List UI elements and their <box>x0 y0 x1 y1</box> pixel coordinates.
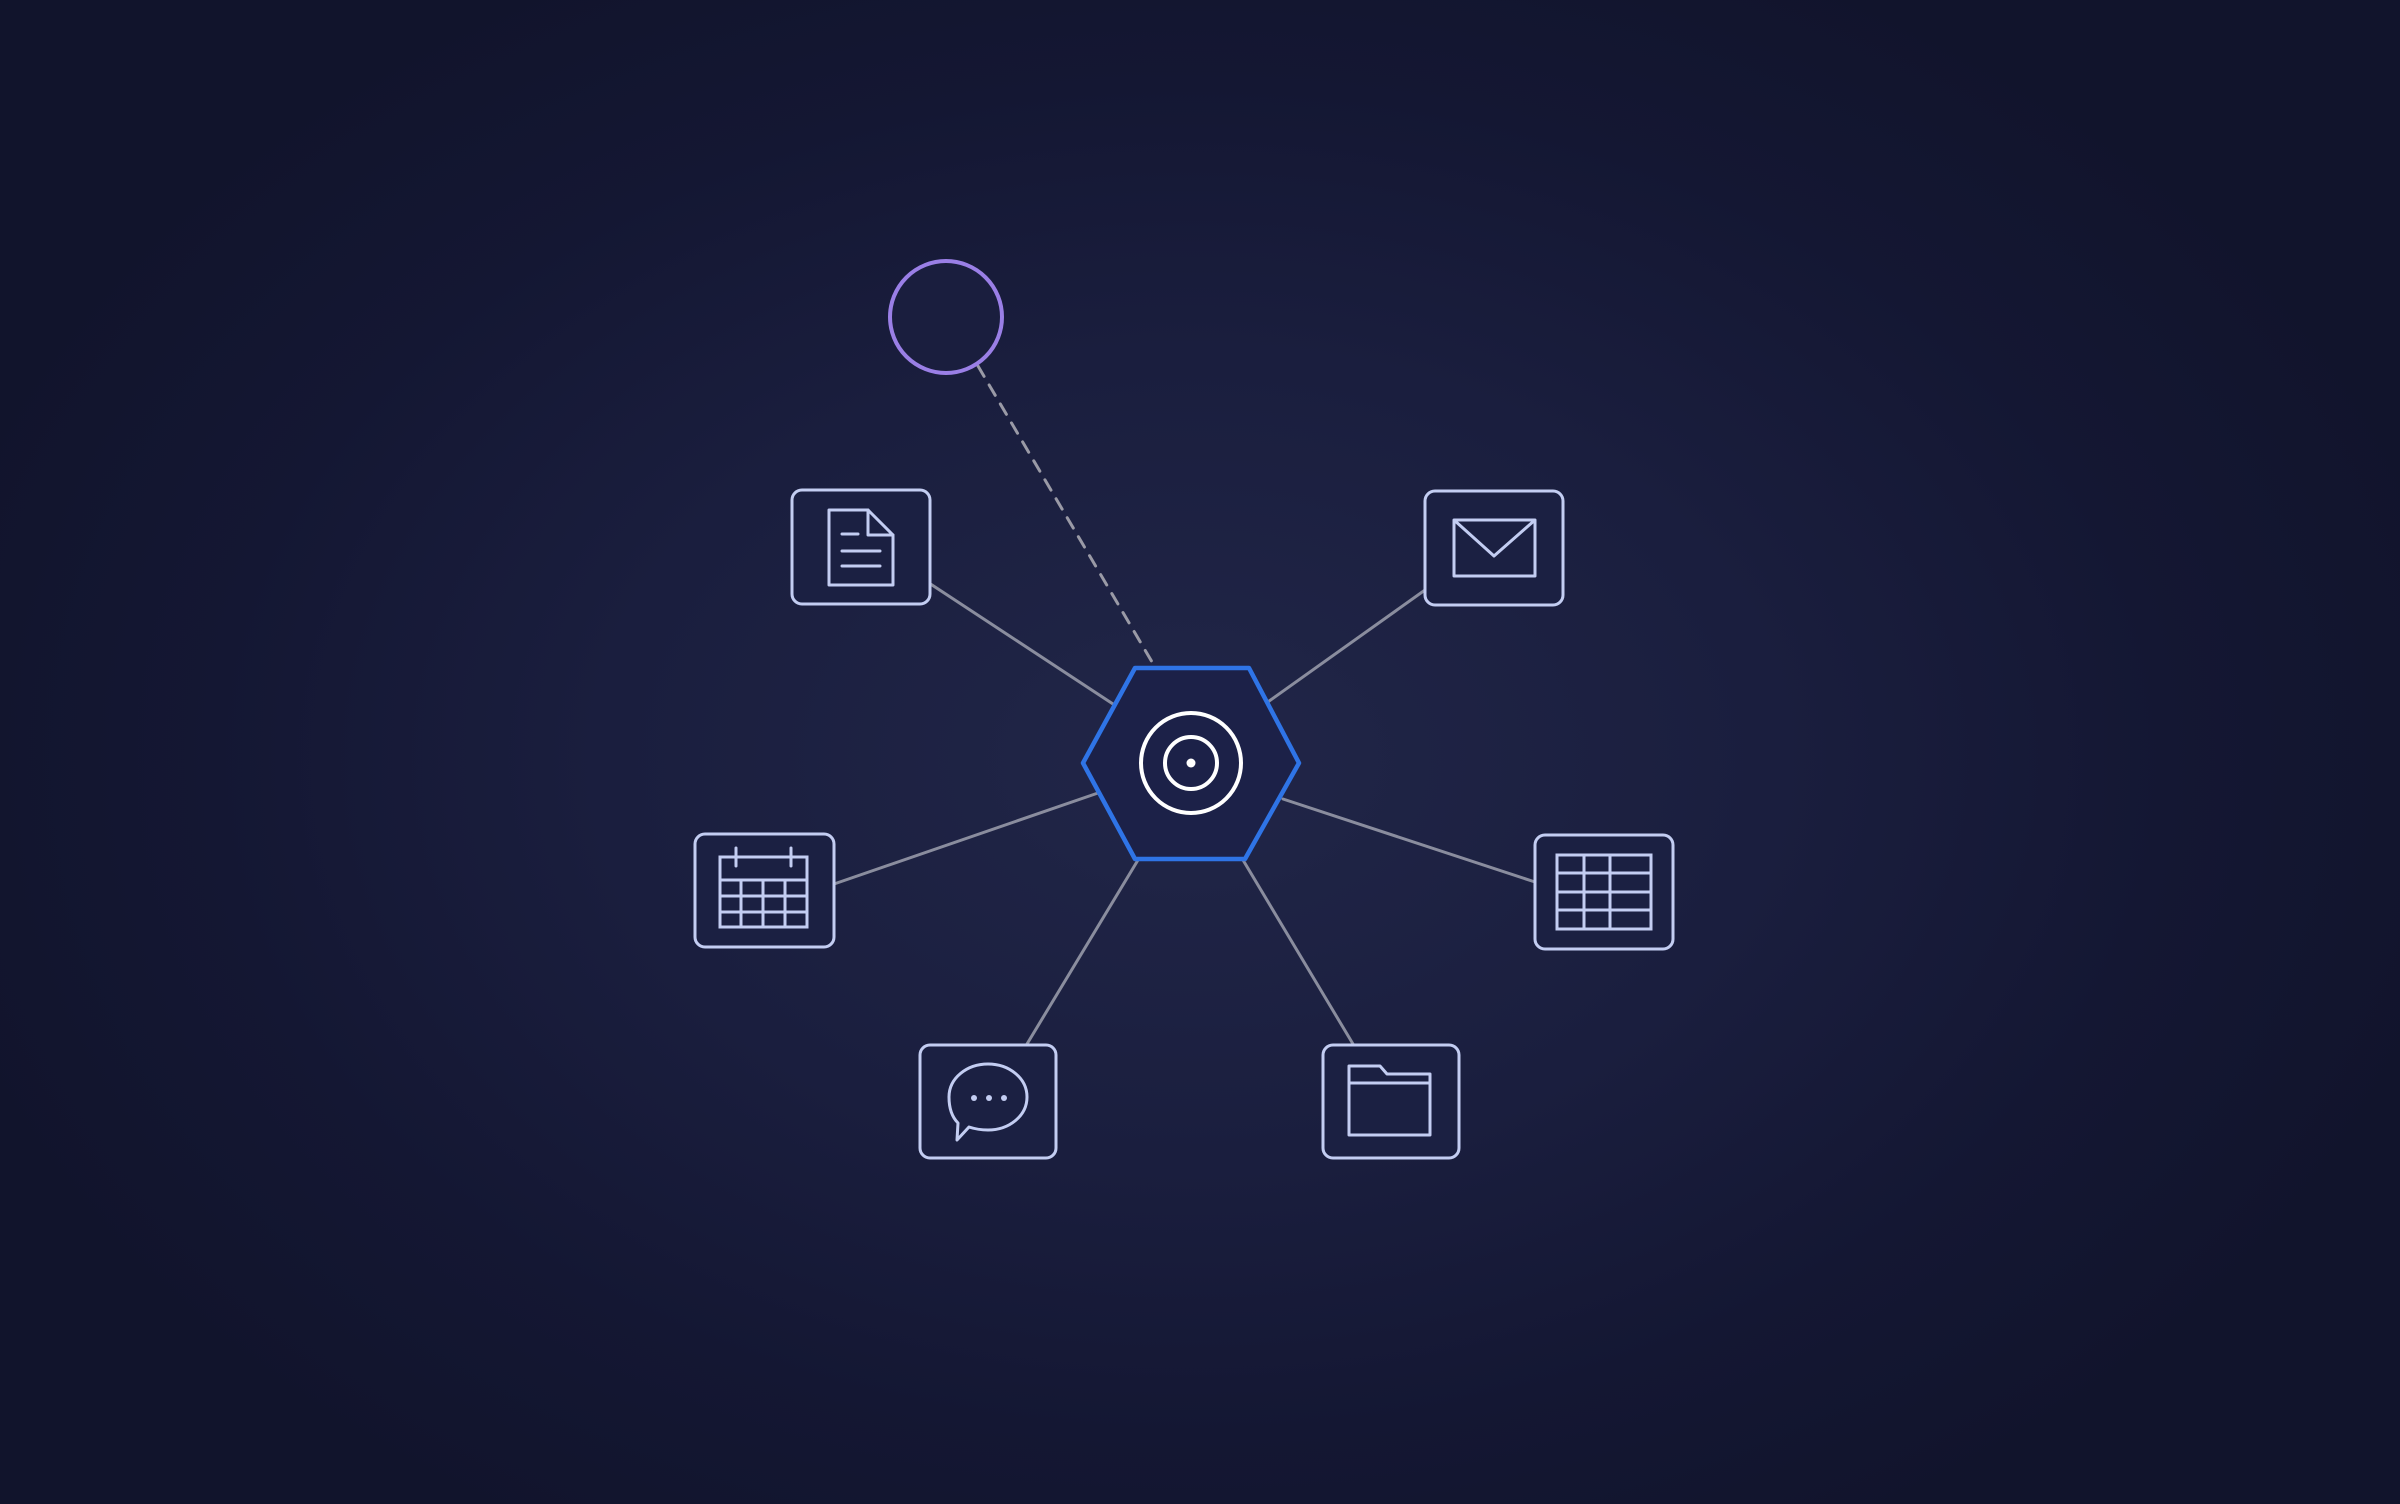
edge-spreadsheet <box>1281 797 1537 884</box>
table-icon <box>1555 853 1653 931</box>
mail-icon <box>1452 518 1537 578</box>
edge-document <box>927 581 1115 706</box>
hub-node[interactable] <box>1080 665 1302 862</box>
chat-icon <box>947 1062 1029 1142</box>
user-circle[interactable] <box>888 259 1004 375</box>
edge-folder <box>1241 858 1355 1046</box>
edge-mail <box>1263 588 1427 706</box>
folder-icon <box>1347 1064 1432 1137</box>
calendar-icon <box>718 846 809 929</box>
connection-lines <box>832 364 1537 1046</box>
node-folder[interactable] <box>1321 1043 1461 1160</box>
edge-chat <box>1025 858 1140 1046</box>
node-calendar[interactable] <box>693 832 836 949</box>
target-icon <box>1139 711 1243 815</box>
node-mail[interactable] <box>1423 489 1565 607</box>
node-document[interactable] <box>790 488 932 606</box>
edge-calendar <box>832 791 1100 886</box>
node-spreadsheet[interactable] <box>1533 833 1675 951</box>
edge-user-dashed <box>976 364 1157 669</box>
node-chat[interactable] <box>918 1043 1058 1160</box>
document-icon <box>827 508 895 587</box>
